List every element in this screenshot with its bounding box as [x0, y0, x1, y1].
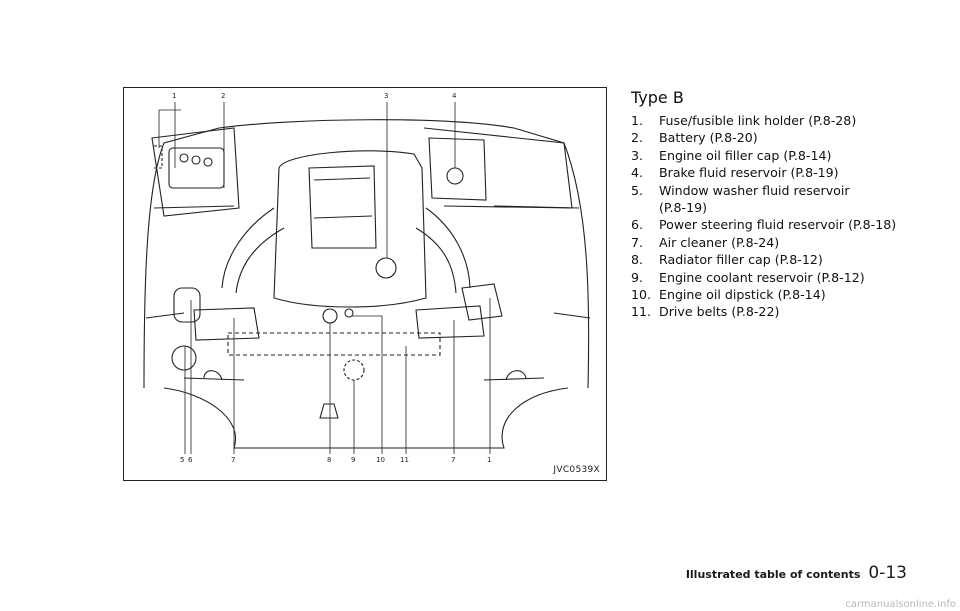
callout-1-top: 1 — [172, 92, 177, 100]
page-footer: Illustrated table of contents 0-13 — [686, 563, 907, 583]
section-title: Type B — [631, 88, 684, 107]
callout-5-bottom: 5 — [180, 456, 185, 464]
component-list: 1.Fuse/fusible link holder (P.8-28) 2.Ba… — [630, 112, 930, 321]
footer-section-name: Illustrated table of contents — [685, 568, 861, 581]
component-list-section: Type B 1.Fuse/fusible link holder (P.8-2… — [630, 88, 930, 321]
list-item: 3.Engine oil filler cap (P.8-14) — [631, 147, 832, 163]
callout-11-bottom: 11 — [400, 456, 409, 464]
list-item: 11.Drive belts (P.8-22) — [631, 304, 780, 320]
callout-7-bottom-left: 7 — [231, 456, 236, 464]
list-item: 2.Battery (P.8-20) — [631, 130, 758, 146]
list-item: 8.Radiator filler cap (P.8-12) — [631, 252, 823, 268]
callout-8-bottom: 8 — [327, 456, 332, 464]
list-item: 6.Power steering fluid reservoir (P.8-18… — [631, 217, 897, 233]
callout-3-top: 3 — [384, 92, 389, 100]
callout-6-bottom: 6 — [188, 456, 193, 464]
engine-bay-illustration — [143, 102, 591, 454]
list-item: 4.Brake fluid reservoir (P.8-19) — [631, 165, 839, 181]
list-item: 10.Engine oil dipstick (P.8-14) — [631, 287, 826, 303]
callout-2-top: 2 — [221, 92, 226, 100]
callout-9-bottom: 9 — [351, 456, 356, 464]
list-item: 7.Air cleaner (P.8-24) — [631, 234, 780, 250]
list-item: 5.Window washer fluid reservoir (P.8-19) — [631, 182, 850, 216]
callout-7-bottom-right: 7 — [451, 456, 456, 464]
engine-compartment-figure: 1 2 3 4 5 6 7 8 9 10 11 7 1 JVC0539X — [123, 87, 607, 481]
list-item: 1.Fuse/fusible link holder (P.8-28) — [631, 113, 857, 128]
figure-code: JVC0539X — [553, 465, 600, 475]
callout-1-bottom: 1 — [487, 456, 492, 464]
list-item: 9.Engine coolant reservoir (P.8-12) — [631, 269, 865, 285]
watermark: carmanualsonline.info — [845, 599, 956, 610]
page-number: 0-13 — [868, 563, 907, 583]
callout-4-top: 4 — [452, 92, 457, 100]
callout-10-bottom: 10 — [376, 456, 385, 464]
